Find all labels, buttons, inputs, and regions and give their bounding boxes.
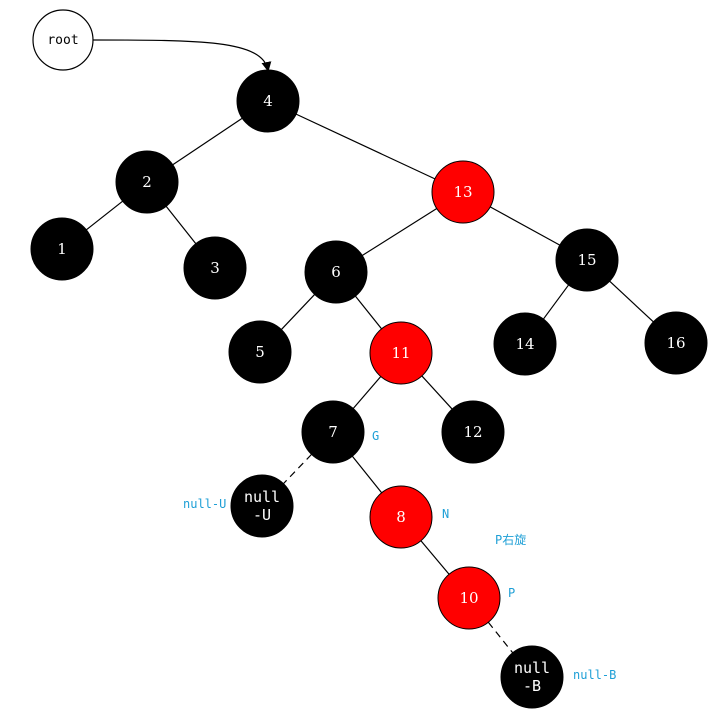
node-label: 15 <box>577 251 596 269</box>
node-label: 4 <box>263 92 273 110</box>
annotation-g: G <box>372 429 379 443</box>
node-circle <box>369 485 433 549</box>
root-arrow <box>92 39 272 72</box>
tree-node-n11: 11 <box>369 321 433 385</box>
tree-node-n7: 7 <box>301 400 365 464</box>
node-label: 2 <box>142 173 152 191</box>
node-label: 14 <box>515 335 534 353</box>
tree-node-n5: 5 <box>228 320 292 384</box>
edge-n13-n15 <box>489 206 561 246</box>
node-label: 6 <box>331 263 341 281</box>
root-label: root <box>47 33 78 48</box>
edges <box>85 113 654 654</box>
node-circle <box>230 474 294 538</box>
annotation-p: P <box>508 586 515 600</box>
tree-node-n6: 6 <box>304 240 368 304</box>
tree-node-n16: 16 <box>644 311 708 375</box>
annotation-rotation: P右旋 <box>495 532 526 547</box>
node-circle <box>369 321 433 385</box>
node-circle <box>301 400 365 464</box>
tree-node-n1: 1 <box>30 217 94 281</box>
node-circle <box>493 312 557 376</box>
node-label: 1 <box>57 240 67 258</box>
edge-n15-n16 <box>609 280 654 323</box>
node-label: null <box>514 659 550 677</box>
tree-node-nullB: null-B <box>500 645 564 709</box>
edge-n7-nullU <box>283 453 312 485</box>
node-label: -B <box>523 677 541 695</box>
tree-node-n3: 3 <box>183 236 247 300</box>
edge-n7-n8 <box>351 455 383 494</box>
edge-n11-n12 <box>421 375 453 410</box>
tree-node-nullU: null-U <box>230 474 294 538</box>
tree-node-n14: 14 <box>493 312 557 376</box>
tree-node-n12: 12 <box>441 400 505 464</box>
node-label: 16 <box>666 334 685 352</box>
node-label: 3 <box>210 259 220 277</box>
node-label: 5 <box>255 343 265 361</box>
edge-n4-n2 <box>172 117 243 166</box>
annotation-n: N <box>442 507 449 521</box>
node-circle <box>228 320 292 384</box>
edge-n6-n11 <box>354 295 383 330</box>
node-label: 13 <box>453 183 472 201</box>
edge-n11-n7 <box>352 376 382 409</box>
annotations: G N P null-U null-B P右旋 <box>183 429 616 682</box>
annotation-null-u: null-U <box>183 497 226 511</box>
edge-n4-n13 <box>295 113 436 180</box>
node-circle <box>304 240 368 304</box>
edge-n13-n6 <box>361 208 438 256</box>
edge-n8-n10 <box>420 540 450 575</box>
tree-node-n13: 13 <box>431 160 495 224</box>
node-circle <box>437 566 501 630</box>
root-node <box>32 9 94 71</box>
node-circle <box>115 150 179 214</box>
node-circle <box>555 228 619 292</box>
node-circle <box>441 400 505 464</box>
tree-node-n2: 2 <box>115 150 179 214</box>
node-label: null <box>244 488 280 506</box>
node-circle <box>431 160 495 224</box>
edge-n10-nullB <box>487 621 514 654</box>
annotation-null-b: null-B <box>573 668 616 682</box>
node-label: 10 <box>459 589 478 607</box>
root-pointer: root <box>32 9 272 72</box>
edge-n2-n1 <box>85 200 124 231</box>
tree-node-n8: 8 <box>369 485 433 549</box>
node-label: 11 <box>391 344 410 362</box>
tree-node-n4: 4 <box>236 69 300 133</box>
node-label: -U <box>253 506 271 524</box>
tree-node-n10: 10 <box>437 566 501 630</box>
node-label: 8 <box>396 508 406 526</box>
edge-n2-n3 <box>165 205 197 245</box>
node-circle <box>183 236 247 300</box>
node-circle <box>500 645 564 709</box>
node-label: 12 <box>463 423 482 441</box>
node-circle <box>30 217 94 281</box>
edge-n6-n5 <box>280 294 316 330</box>
edge-n15-n14 <box>542 284 570 320</box>
node-label: 7 <box>328 423 338 441</box>
node-circle <box>236 69 300 133</box>
tree-node-n15: 15 <box>555 228 619 292</box>
node-circle <box>644 311 708 375</box>
